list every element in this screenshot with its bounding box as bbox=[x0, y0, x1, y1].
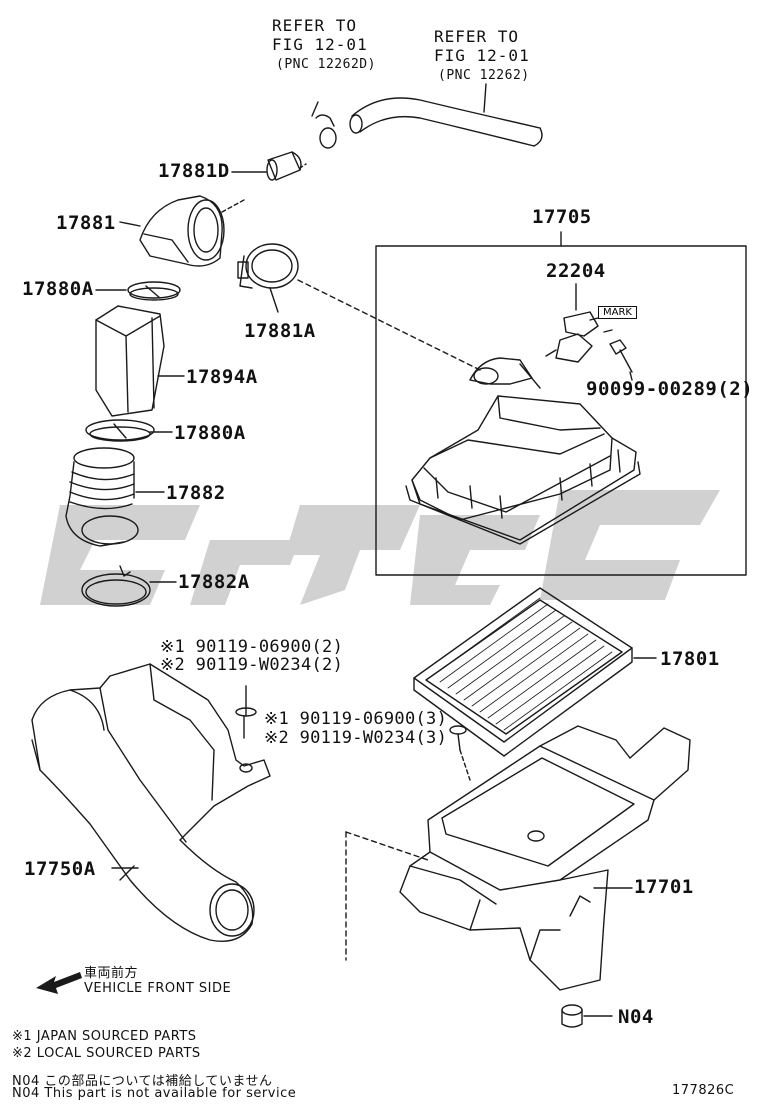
label-17801: 17801 bbox=[660, 648, 720, 670]
label-bolt-a1: ※1 90119-06900(2) bbox=[160, 637, 344, 657]
label-17701: 17701 bbox=[634, 876, 694, 898]
part-90099-bolt bbox=[609, 339, 633, 381]
front-direction-arrow bbox=[36, 972, 82, 994]
label-17880a-mid: 17880A bbox=[174, 422, 246, 444]
mark-tag: MARK bbox=[598, 306, 637, 319]
ref-hose-large bbox=[349, 83, 543, 147]
label-bolt-b1: ※1 90119-06900(3) bbox=[264, 709, 448, 729]
label-17881d: 17881D bbox=[158, 160, 230, 182]
part-17882a bbox=[81, 565, 177, 607]
legend-local: ※2 LOCAL SOURCED PARTS bbox=[12, 1046, 201, 1061]
part-90119-bolt-b bbox=[449, 725, 471, 781]
ref-a-pnc: (PNC 12262D) bbox=[276, 57, 376, 72]
part-17880a-mid bbox=[85, 419, 173, 442]
part-17894a bbox=[95, 305, 185, 417]
ref-hose-small bbox=[311, 101, 337, 149]
label-17705: 17705 bbox=[532, 206, 592, 228]
ref-a-line2: FIG 12-01 bbox=[272, 35, 368, 54]
part-17880a-top bbox=[95, 281, 181, 301]
label-bolt-a2: ※2 90119-W0234(2) bbox=[160, 655, 344, 675]
part-90119-bolt-a bbox=[235, 685, 257, 739]
ref-b-line2: FIG 12-01 bbox=[434, 46, 530, 65]
ref-b-line1: REFER TO bbox=[434, 27, 520, 46]
ref-a-line1: REFER TO bbox=[272, 16, 358, 35]
label-17750a: 17750A bbox=[24, 858, 96, 880]
part-17801 bbox=[413, 587, 657, 757]
part-17881a bbox=[237, 243, 481, 371]
direction-en: VEHICLE FRONT SIDE bbox=[84, 981, 232, 996]
figure-id: 177826C bbox=[672, 1083, 735, 1098]
legend-n04-en: N04 This part is not available for servi… bbox=[12, 1086, 297, 1101]
ref-b-pnc: (PNC 12262) bbox=[438, 68, 530, 83]
part-22204 bbox=[545, 283, 613, 363]
part-17882 bbox=[65, 447, 165, 547]
label-17881: 17881 bbox=[56, 212, 116, 234]
label-17880a-top: 17880A bbox=[22, 278, 94, 300]
label-n04: N04 bbox=[618, 1006, 654, 1028]
watermark bbox=[40, 490, 720, 605]
label-90099: 90099-00289(2) bbox=[586, 378, 754, 400]
label-22204: 22204 bbox=[546, 260, 606, 282]
label-17882a: 17882A bbox=[178, 571, 250, 593]
legend-n04-jp: N04 この部品については補給していません bbox=[12, 1074, 273, 1089]
label-bolt-b2: ※2 90119-W0234(3) bbox=[264, 728, 448, 748]
direction-jp: 車両前方 bbox=[84, 966, 139, 981]
label-17881a: 17881A bbox=[244, 320, 316, 342]
part-17881 bbox=[119, 195, 245, 267]
part-17701 bbox=[345, 725, 691, 991]
label-17894a: 17894A bbox=[186, 366, 258, 388]
legend-japan: ※1 JAPAN SOURCED PARTS bbox=[12, 1029, 197, 1044]
part-n04 bbox=[561, 1004, 613, 1028]
label-17882: 17882 bbox=[166, 482, 226, 504]
part-cap-assy bbox=[405, 357, 641, 545]
part-17881d bbox=[231, 151, 307, 181]
part-17750a bbox=[31, 663, 271, 942]
